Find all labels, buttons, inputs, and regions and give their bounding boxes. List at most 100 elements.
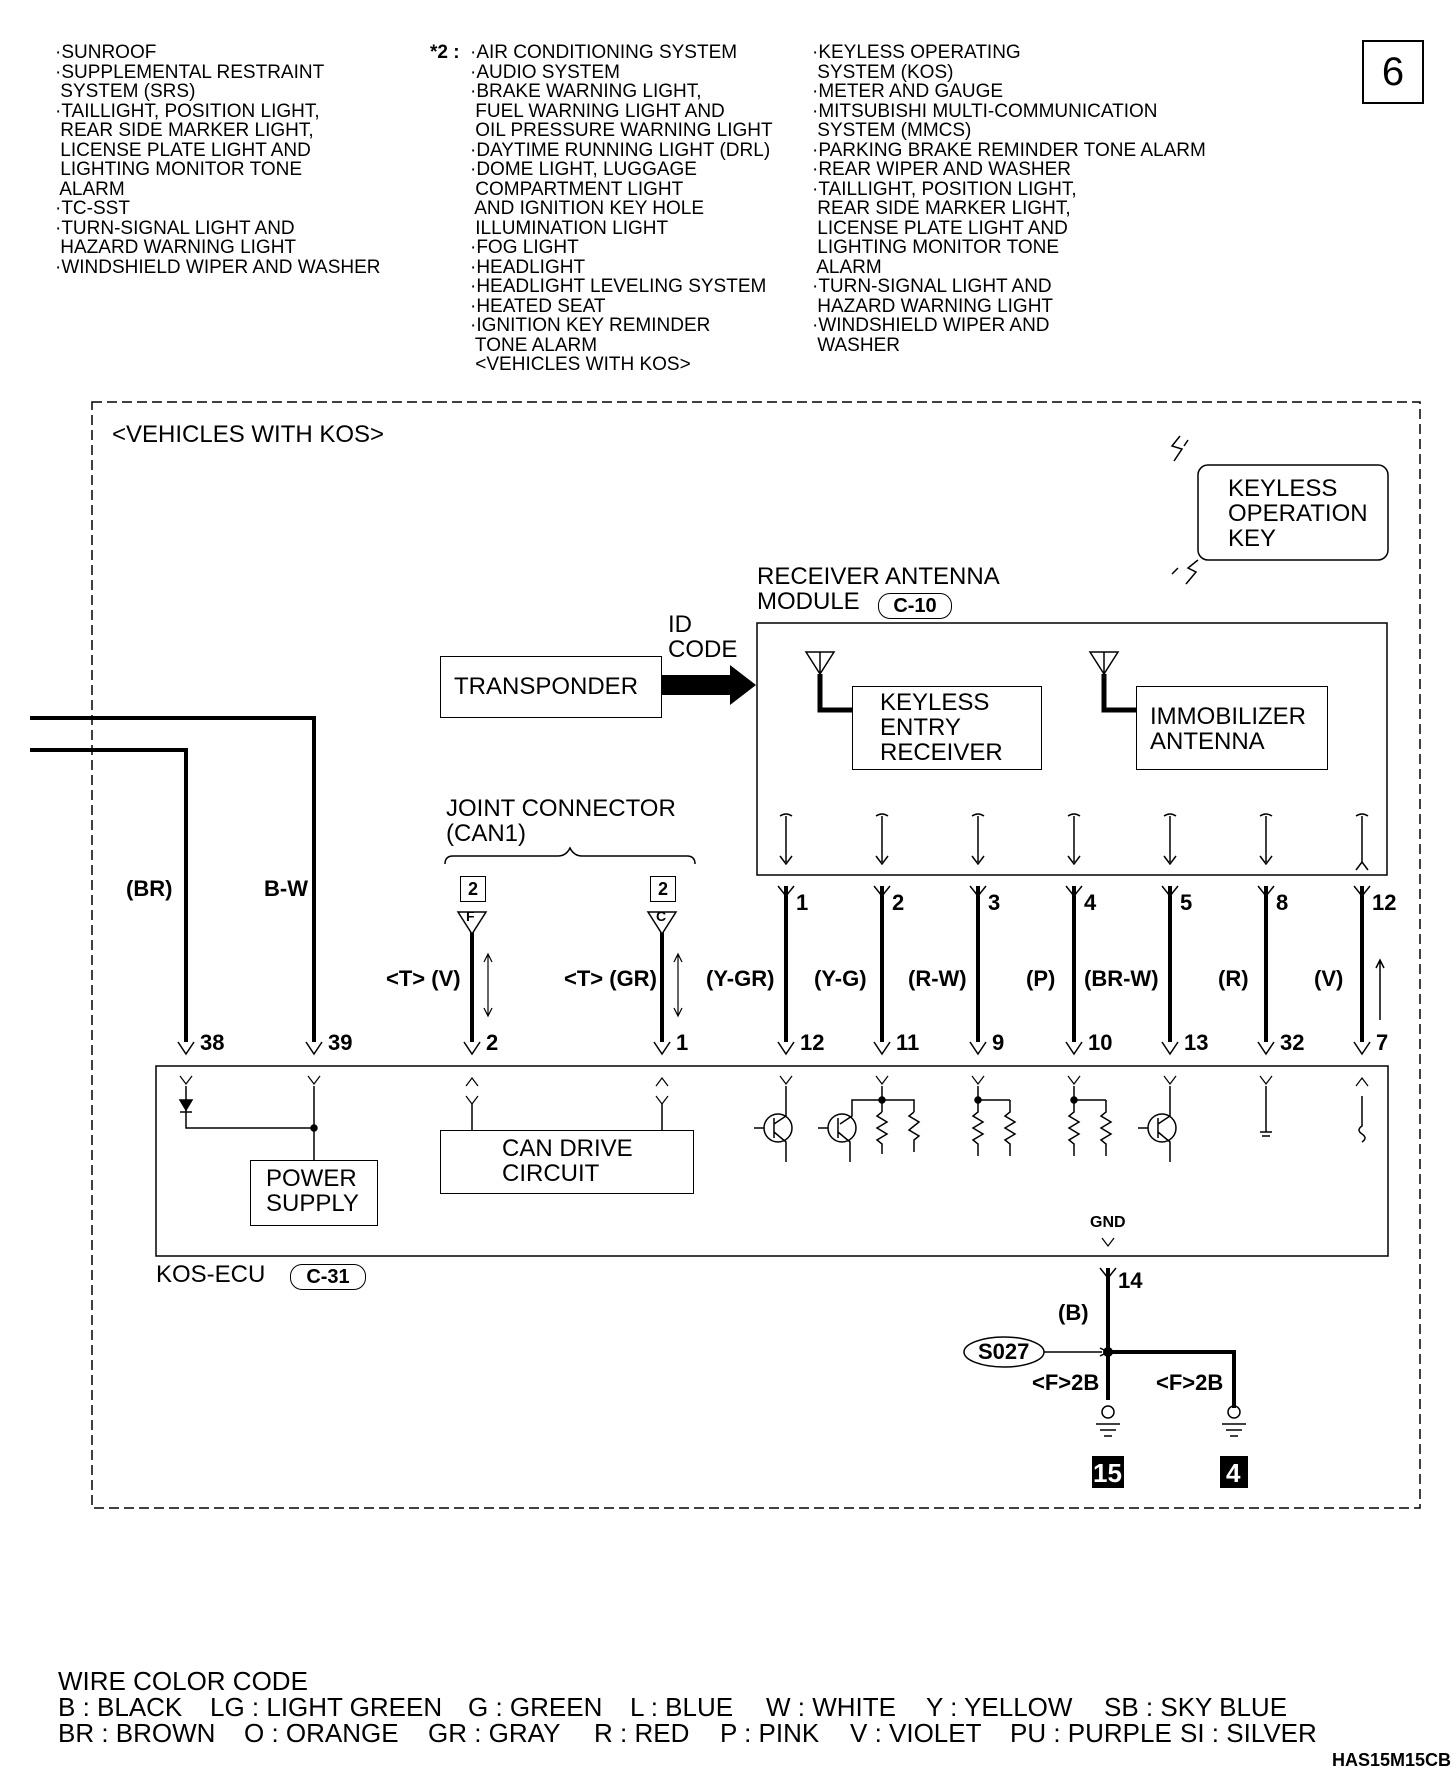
header-col3-line: REAR SIDE MARKER LIGHT,	[812, 198, 1071, 219]
radio-wave-icon	[1170, 435, 1189, 462]
joint-connector-line: (CAN1)	[446, 820, 527, 847]
joint-connector-line: JOINT CONNECTOR	[446, 795, 676, 822]
wire-color-y-gr: (Y-GR)	[706, 966, 775, 991]
receiver-module-line: MODULE	[757, 588, 860, 615]
can-drive-line: CAN DRIVE	[502, 1135, 633, 1162]
wire-color-code-item: L : BLUE	[630, 1692, 734, 1722]
ecu-pin-11: 11	[896, 1030, 920, 1055]
header-col2-line: TONE ALARM	[470, 334, 598, 356]
ground-point-4-box	[1220, 1456, 1248, 1488]
keyless-key-line: OPERATION	[1228, 500, 1368, 527]
page-number-box: 6	[1362, 40, 1424, 104]
ecu-box	[155, 1065, 1389, 1257]
ecu-pin-12: 12	[800, 1030, 825, 1055]
wire-color-r-w: (R-W)	[908, 966, 967, 991]
gnd-wire-color: (B)	[1058, 1300, 1089, 1325]
header-col2-line: OIL PRESSURE WARNING LIGHT	[470, 120, 773, 141]
rx-pin-4: 4	[1084, 890, 1097, 915]
antenna-icon-immobilizer	[1088, 651, 1136, 713]
wire-color-code-item: Y : YELLOW	[926, 1692, 1073, 1722]
header-col2-line: ILLUMINATION LIGHT	[470, 217, 669, 239]
power-supply-box	[250, 1160, 378, 1226]
ground-point-15-box	[1092, 1456, 1124, 1488]
keyless-key-box	[1197, 464, 1389, 561]
rx-pin-8: 8	[1276, 890, 1289, 915]
ecu-pin-1: 1	[676, 1030, 689, 1055]
joint-bracket	[444, 846, 696, 865]
rx-pin-2: 2	[892, 890, 905, 915]
wire-color-code-item: V : VIOLET	[850, 1718, 982, 1748]
immobilizer-antenna-line: IMMOBILIZER	[1150, 703, 1307, 730]
wire-br	[30, 748, 188, 1042]
ecu-pin-39: 39	[328, 1030, 353, 1055]
rx-pin-12: 12	[1372, 890, 1397, 915]
header-col3-line: ·TURN-SIGNAL LIGHT AND	[812, 276, 1052, 297]
splice-oval	[963, 1336, 1045, 1368]
joint-pin-c-box: 2	[650, 876, 676, 902]
id-code-line: ID	[668, 611, 692, 638]
header-col2-line: ·DAYTIME RUNNING LIGHT (DRL)	[470, 139, 771, 161]
header-col3-line: ·MITSUBISHI MULTI-COMMUNICATION	[812, 100, 1158, 122]
header-col1-line: ·TURN-SIGNAL LIGHT AND	[55, 217, 295, 239]
keyless-entry-receiver-line: RECEIVER	[880, 739, 1003, 766]
wire-color-b-w: B-W	[264, 876, 308, 901]
header-col3: ·KEYLESS OPERATING SYSTEM (KOS)·METER AN…	[812, 43, 1206, 355]
header-col2-line: ·BRAKE WARNING LIGHT,	[470, 81, 702, 102]
header-col3-line: ·REAR WIPER AND WASHER	[812, 159, 1071, 180]
joint-pin-f-letter: F	[466, 908, 475, 924]
header-col2-marker: *2 :	[430, 42, 460, 63]
header-col3-line: ·WINDSHIELD WIPER AND	[812, 315, 1050, 336]
keyless-entry-receiver-line: KEYLESS	[880, 689, 990, 716]
ecu-pin-2: 2	[486, 1030, 499, 1055]
wire-color-t-v: <T> (V)	[386, 966, 461, 991]
wire-color-code-item: PU : PURPLE	[1010, 1718, 1172, 1748]
wire-color-code-title: WIRE COLOR CODE	[58, 1666, 308, 1696]
wire-color-code-item: B : BLACK	[58, 1692, 183, 1722]
header-col1-line: ·SUPPLEMENTAL RESTRAINT	[55, 61, 325, 83]
module-wires	[784, 886, 1364, 1042]
header-col1-line: ·WINDSHIELD WIPER AND WASHER	[55, 256, 381, 278]
header-col3-line: ·KEYLESS OPERATING	[812, 42, 1021, 63]
rx-pin-5: 5	[1180, 890, 1193, 915]
wire-color-t-gr: <T> (GR)	[564, 966, 657, 991]
header-col2-line: FUEL WARNING LIGHT AND	[470, 100, 725, 122]
header-col2-line: ·FOG LIGHT	[470, 237, 579, 258]
ground-point-4: 4	[1226, 1458, 1241, 1488]
header-col3-line: WASHER	[812, 334, 900, 356]
header-col1-line: SYSTEM (SRS)	[55, 81, 196, 102]
ecu-pin-9: 9	[992, 1030, 1005, 1055]
wire-color-r: (R)	[1218, 966, 1249, 991]
header-col2: ·AIR CONDITIONING SYSTEM·AUDIO SYSTEM·BR…	[470, 43, 773, 375]
header-col2-line: <VEHICLES WITH KOS>	[470, 354, 691, 375]
ecu-pin-38: 38	[200, 1030, 225, 1055]
vehicle-label: <VEHICLES WITH KOS>	[112, 421, 385, 448]
can-drive-box	[440, 1130, 694, 1194]
header-col2-line: ·IGNITION KEY REMINDER	[470, 315, 711, 336]
ecu-name: KOS-ECU	[156, 1261, 266, 1288]
header-col2-line: COMPARTMENT LIGHT	[470, 178, 684, 200]
header-col3-line: ·METER AND GAUGE	[812, 81, 1004, 102]
wire-color-code-item: LG : LIGHT GREEN	[210, 1692, 443, 1722]
header-col2-line: ·DOME LIGHT, LUGGAGE	[470, 159, 697, 180]
ecu-internals	[178, 1086, 1366, 1162]
transponder-box	[440, 656, 662, 718]
header-col2-line: ·HEADLIGHT	[470, 256, 586, 278]
wire-color-br-w: (BR-W)	[1084, 966, 1159, 991]
header-col3-line: ·TAILLIGHT, POSITION LIGHT,	[812, 178, 1077, 200]
header-col1: ·SUNROOF·SUPPLEMENTAL RESTRAINT SYSTEM (…	[55, 43, 381, 277]
wire-b-w	[30, 716, 316, 1042]
immobilizer-antenna-box	[1136, 686, 1328, 770]
ecu-pin-10: 10	[1088, 1030, 1113, 1055]
header-col3-line: SYSTEM (MMCS)	[812, 120, 972, 141]
keyless-entry-receiver-line: ENTRY	[880, 714, 961, 741]
id-code-arrow	[662, 665, 756, 705]
ground-branch-2: <F>2B	[1156, 1370, 1224, 1395]
joint-pin-f-box: 2	[460, 876, 486, 902]
